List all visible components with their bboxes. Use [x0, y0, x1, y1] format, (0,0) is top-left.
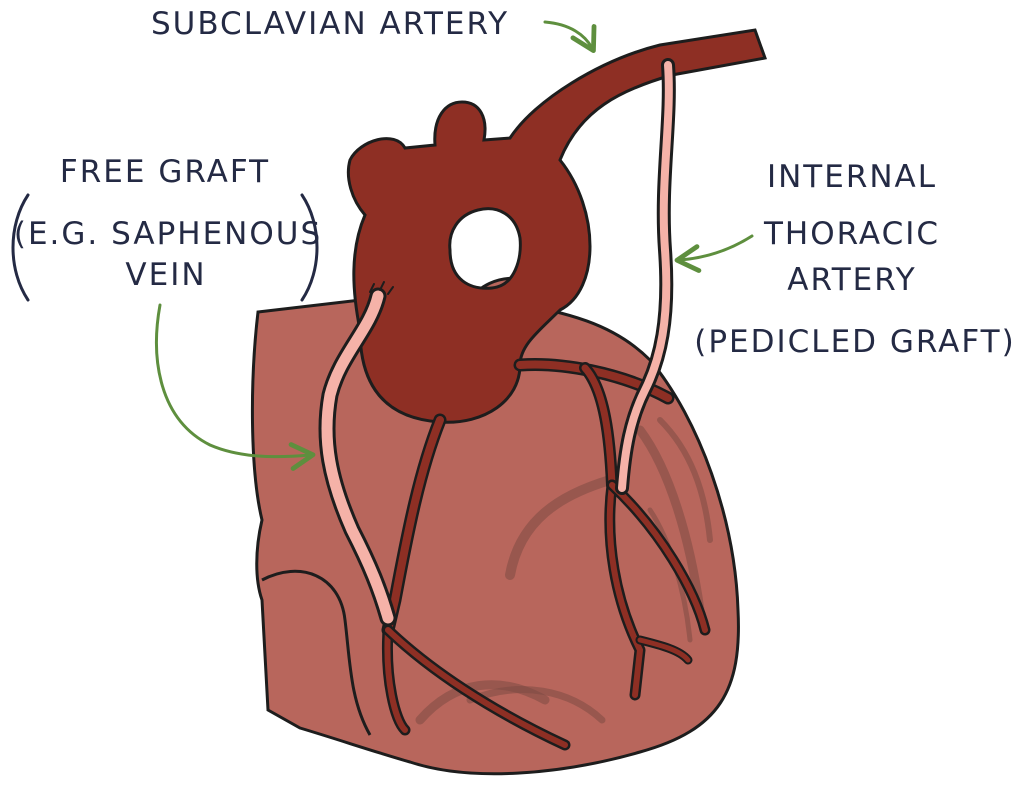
- free-graft-arrow: [155, 303, 316, 471]
- free-graft-vein-label: VEIN: [125, 257, 206, 293]
- right-ventricle-outline: [261, 569, 372, 736]
- internal-label: INTERNAL: [767, 159, 937, 195]
- posterior-vessels: [415, 417, 713, 725]
- saphenous-vein-graft: [318, 281, 397, 627]
- label-brackets: [11, 193, 319, 302]
- annotation-arrows: [155, 20, 754, 471]
- open-bracket: [11, 193, 30, 302]
- free-graft-example-label: (E.G. SAPHENOUS: [14, 216, 322, 252]
- pedicled-graft-label: (PEDICLED GRAFT): [694, 324, 1015, 360]
- subclavian-arrow: [543, 20, 597, 54]
- labels: SUBCLAVIAN ARTERY FREE GRAFT (E.G. SAPHE…: [14, 6, 1015, 360]
- free-graft-label: FREE GRAFT: [60, 154, 270, 190]
- thoracic-label: THORACIC: [763, 216, 940, 252]
- heart-body: [250, 289, 740, 776]
- internal-thoracic-graft: [615, 58, 676, 495]
- close-bracket: [300, 193, 319, 302]
- coronary-arteries: [381, 358, 711, 751]
- subclavian-label: SUBCLAVIAN ARTERY: [151, 6, 509, 42]
- artery-label: ARTERY: [787, 262, 917, 298]
- internal-thoracic-arrow: [674, 234, 754, 273]
- heart: [250, 276, 740, 776]
